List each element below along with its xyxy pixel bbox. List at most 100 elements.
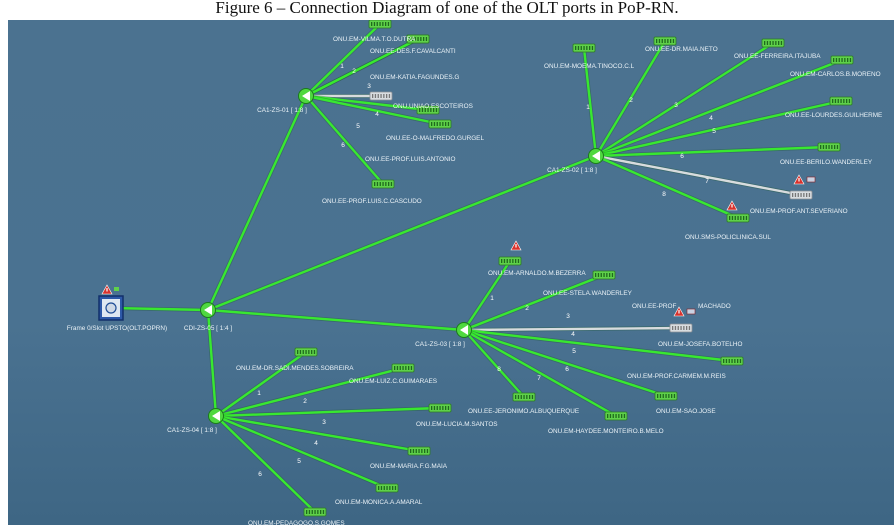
onu-icon-ca1-zs-04-4[interactable] [428, 403, 452, 413]
onu-icon-ca1-zs-01-5-port [435, 108, 438, 112]
onu-icon-ca1-zs-01-3[interactable] [406, 34, 430, 44]
onu-icon-ca1-zs-01-6[interactable] [428, 119, 452, 129]
network-diagram-canvas[interactable]: Frame 0/Slot UPSTO(OLT.POPRN)CDI-ZS-05 [… [8, 20, 894, 525]
onu-icon-ca1-zs-04-2[interactable] [391, 363, 415, 373]
cdi-splitter[interactable] [200, 302, 216, 318]
alarm-icon-ca1-zs-03-1-mark [515, 244, 517, 248]
onu-icon-ca1-zs-01-5[interactable] [416, 105, 440, 115]
onu-icon-ca1-zs-04-5-port [426, 449, 429, 453]
olt-node[interactable] [98, 295, 124, 321]
onu-icon-ca1-zs-01-4[interactable] [369, 91, 393, 101]
onu-icon-ca1-zs-03-5-port [686, 326, 688, 330]
splitter-ca1-zs-01[interactable] [298, 88, 314, 104]
port-number-ca1-zs-02-4: 4 [709, 115, 713, 122]
link-ca1-zs-01-onu-1[interactable] [305, 23, 381, 97]
onu-icon-ca1-zs-03-7[interactable] [654, 391, 678, 401]
onu-icon-ca1-zs-02-6[interactable] [817, 142, 841, 152]
link-ca1-zs-01-onu-8[interactable] [305, 95, 384, 185]
onu-icon-ca1-zs-03-8[interactable] [604, 411, 628, 421]
link-cdi-splitter-2[interactable] [207, 154, 597, 312]
onu-icon-ca1-zs-03-5[interactable] [669, 323, 693, 333]
olt-alarm-icon-mark [106, 288, 108, 292]
onu-icon-ca1-zs-02-2[interactable] [653, 36, 677, 46]
link-ca1-zs-02-onu-5[interactable] [595, 99, 842, 158]
onu-icon-ca1-zs-02-8[interactable] [726, 213, 750, 223]
link-ca1-zs-03-onu-2[interactable] [463, 273, 605, 332]
onu-icon-ca1-zs-03-2-port [595, 273, 597, 277]
onu-icon-ca1-zs-02-4-port [841, 58, 843, 62]
link-ca1-zs-04-onu-5[interactable] [215, 414, 420, 453]
link-ca1-zs-01-onu-5[interactable] [305, 94, 429, 112]
connection-diagram[interactable]: Frame 0/Slot UPSTO(OLT.POPRN)CDI-ZS-05 [… [8, 20, 894, 525]
link-ca1-zs-02-onu-2[interactable] [594, 40, 667, 157]
link-ca1-zs-04-onu-7[interactable] [215, 415, 316, 513]
onu-icon-ca1-zs-03-9-port [520, 395, 522, 399]
link-ca1-zs-04-onu-4[interactable] [215, 406, 441, 418]
link-ca1-zs-02-onu-3[interactable] [595, 41, 774, 158]
onu-icon-ca1-zs-01-3-port [417, 37, 419, 41]
onu-label-ca1-zs-01-3: ONU.EM-KATIA.FAGUNDES.G [370, 74, 459, 81]
link-ca1-zs-03-onu-1[interactable] [463, 260, 511, 331]
splitter-ca1-zs-04[interactable] [208, 408, 224, 424]
port-number-ca1-zs-04-4: 3 [322, 419, 326, 426]
link-ca1-zs-02-onu-6[interactable] [595, 145, 830, 158]
link-cdi-splitter-4[interactable] [206, 309, 218, 417]
link-ca1-zs-02-onu-4[interactable] [595, 58, 843, 158]
onu-icon-ca1-zs-02-8-port [743, 216, 745, 220]
link-cdi-splitter-3[interactable] [207, 308, 465, 332]
onu-icon-ca1-zs-02-7-port [803, 193, 805, 197]
link-ca1-zs-03-onu-8[interactable] [463, 328, 617, 418]
alarm-icon-ca1-zs-03-3-mark [678, 310, 680, 314]
onu-icon-ca1-zs-03-1[interactable] [498, 256, 522, 266]
link-ca1-zs-03-onu-9[interactable] [463, 329, 525, 398]
port-number-ca1-zs-02-3: 3 [674, 102, 678, 109]
onu-icon-ca1-zs-04-7[interactable] [303, 507, 327, 517]
onu-icon-ca1-zs-02-1-port [583, 46, 585, 50]
onu-label-ca1-zs-04-2: ONU.EM-LUIZ.C.GUIMARAES [349, 378, 437, 385]
onu-icon-ca1-zs-03-1-port [517, 259, 520, 263]
link-ca1-zs-01-onu-6[interactable] [305, 94, 441, 126]
onu-icon-ca1-zs-04-6[interactable] [375, 483, 399, 493]
onu-icon-ca1-zs-02-5[interactable] [829, 96, 853, 106]
link-ca1-zs-03-onu-6[interactable] [463, 328, 733, 363]
onu-icon-ca1-zs-04-1[interactable] [294, 347, 318, 357]
link-cdi-splitter-1[interactable] [206, 95, 308, 311]
onu-icon-ca1-zs-03-2[interactable] [592, 270, 616, 280]
splitter-ca1-zs-02[interactable] [588, 148, 604, 164]
onu-icon-ca1-zs-02-3[interactable] [761, 38, 785, 48]
onu-icon-ca1-zs-02-1[interactable] [572, 43, 596, 53]
onu-icon-ca1-zs-02-4[interactable] [830, 55, 854, 65]
onu-icon-ca1-zs-04-6-port [383, 486, 385, 490]
onu-icon-ca1-zs-04-6-port [380, 486, 383, 490]
onu-icon-ca1-zs-04-5-port [410, 449, 412, 453]
onu-icon-ca1-zs-02-3-port [780, 41, 783, 45]
onu-icon-ca1-zs-01-8[interactable] [371, 179, 395, 189]
link-ca1-zs-04-onu-6[interactable] [215, 414, 388, 490]
link-ca1-zs-02-onu-7[interactable] [595, 154, 802, 197]
onu-label-ca1-zs-04-7: ONU.EM-PEDAGOGO.S.GOMES [248, 520, 345, 525]
onu-icon-ca1-zs-02-7[interactable] [789, 190, 813, 200]
onu-label-ca1-zs-04-1: ONU.EM-DR.SADI.MENDES.SOBREIRA [236, 365, 354, 372]
onu-icon-ca1-zs-04-6-port [378, 486, 380, 490]
onu-icon-ca1-zs-03-9[interactable] [512, 392, 536, 402]
link-layer [110, 22, 843, 514]
onu-icon-ca1-zs-01-1[interactable] [368, 20, 392, 29]
onu-icon-ca1-zs-04-5[interactable] [407, 446, 431, 456]
onu-icon-ca1-zs-04-7-port [322, 510, 325, 514]
port-number-ca1-zs-04-2: 1 [257, 390, 261, 397]
link-ca1-zs-04-onu-1[interactable] [215, 351, 307, 417]
link-ca1-zs-01-onu-3[interactable] [305, 37, 419, 98]
link-ca1-zs-03-onu-5[interactable] [463, 326, 682, 332]
onu-icon-ca1-zs-03-9-port [531, 395, 534, 399]
link-olt-cdi[interactable] [110, 306, 209, 312]
onu-icon-ca1-zs-03-6-port [739, 359, 742, 363]
link-ca1-zs-02-onu-1[interactable] [582, 47, 598, 157]
onu-icon-ca1-zs-03-6[interactable] [720, 356, 744, 366]
link-ca1-zs-03-onu-7[interactable] [463, 328, 667, 398]
onu-icon-ca1-zs-03-5-port [688, 326, 691, 330]
splitter-ca1-zs-03[interactable] [456, 322, 472, 338]
link-ca1-zs-02-onu-8[interactable] [595, 154, 739, 220]
link-ca1-zs-04-onu-2[interactable] [215, 366, 404, 418]
port-number-ca1-zs-03-5: 4 [571, 331, 575, 338]
cdi-splitter-arrow-icon [204, 305, 212, 315]
